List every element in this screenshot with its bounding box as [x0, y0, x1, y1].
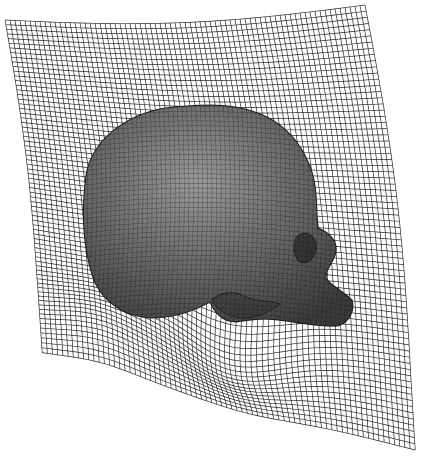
deformation-figure — [0, 0, 425, 463]
figure — [0, 0, 425, 463]
